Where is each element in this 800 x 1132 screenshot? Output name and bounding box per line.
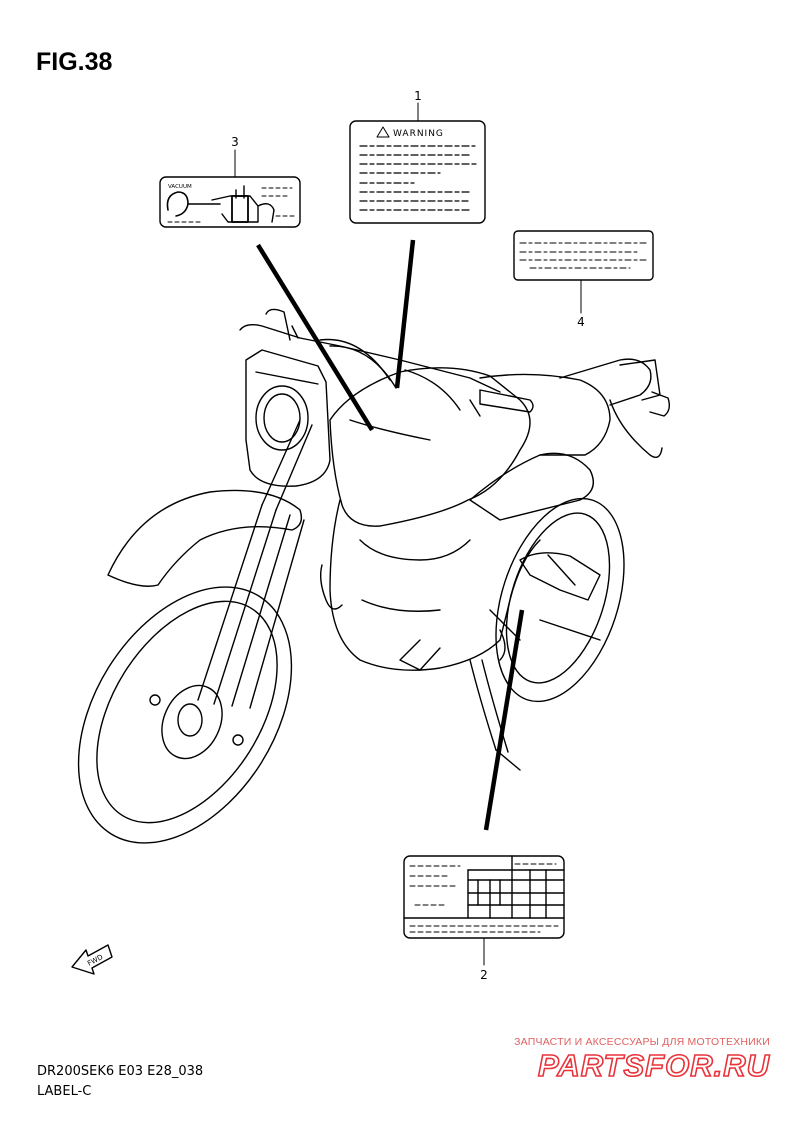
pointer-bars (256, 239, 525, 831)
label-3-vacuum-hose (159, 176, 301, 228)
figure-title: FIG.38 (36, 48, 113, 76)
label-1-warning (349, 120, 486, 224)
footer-model-code: DR200SEK6 E03 E28_038 (37, 1064, 204, 1079)
fwd-arrow-icon (71, 944, 113, 975)
leader-lines (234, 102, 582, 966)
watermark-tagline: ЗАПЧАСТИ И АКСЕССУАРЫ ДЛЯ МОТОТЕХНИКИ (514, 1036, 770, 1048)
label-2-spec-table (403, 855, 565, 939)
callout-3: 3 (231, 135, 239, 149)
footer-section-name: LABEL-C (37, 1084, 92, 1099)
label-4-text-label (513, 230, 654, 281)
callout-2: 2 (480, 968, 488, 982)
vacuum-label-text: VACUUM (168, 184, 192, 190)
watermark-site-logo: PARTSFOR.RU (537, 1047, 770, 1084)
callout-1: 1 (414, 89, 422, 103)
callout-4: 4 (577, 315, 585, 329)
warning-label-text: WARNING (393, 129, 444, 139)
motorcycle-illustration (77, 308, 671, 844)
